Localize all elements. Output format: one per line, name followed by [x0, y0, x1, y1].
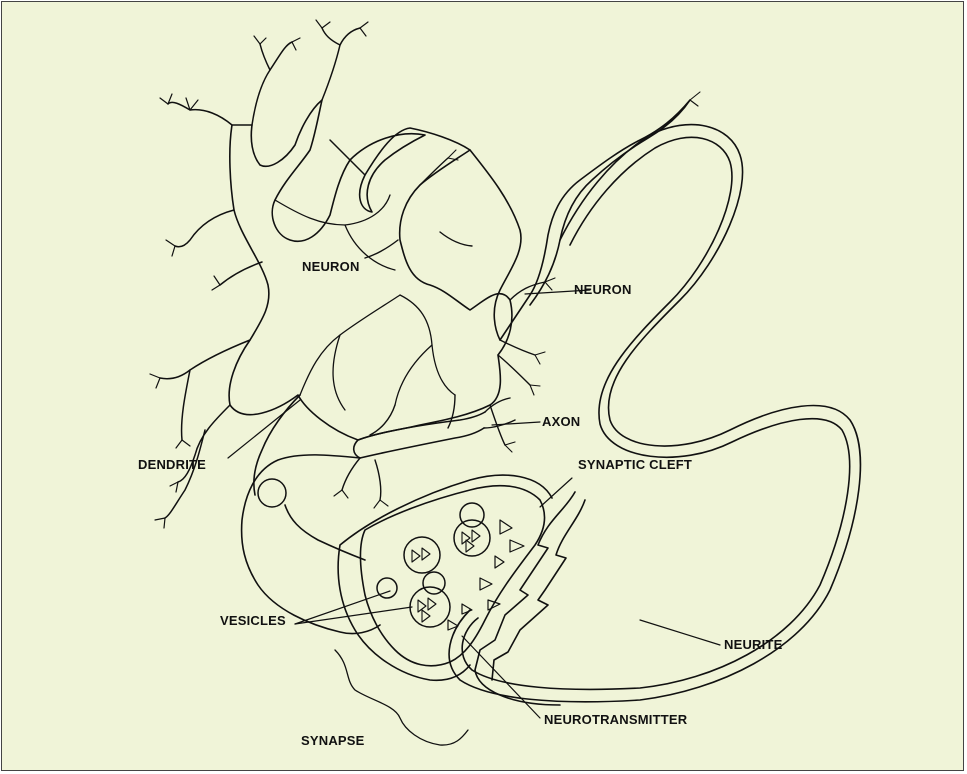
axon-label: AXON	[542, 414, 580, 429]
dendrite-label: DENDRITE	[138, 457, 206, 472]
synapse-bracket	[335, 650, 468, 745]
synaptic-cleft-label: SYNAPTIC CLEFT	[578, 457, 692, 472]
neurite-label: NEURITE	[724, 637, 782, 652]
synapse-label: SYNAPSE	[301, 733, 365, 748]
neuron-body-right	[470, 100, 690, 340]
neurotransmitter-label: NEUROTRANSMITTER	[544, 712, 687, 727]
vesicles-label: VESICLES	[220, 613, 286, 628]
postsynaptic-membrane	[475, 492, 575, 705]
neurite-loop-inner	[462, 137, 849, 689]
axon-shape	[354, 412, 485, 458]
vesicles	[377, 503, 490, 627]
leader-lines	[228, 290, 720, 718]
neuron-right-label: NEURON	[574, 282, 632, 297]
neuron-body-left	[229, 100, 512, 440]
neuron-left-label: NEURON	[302, 259, 360, 274]
